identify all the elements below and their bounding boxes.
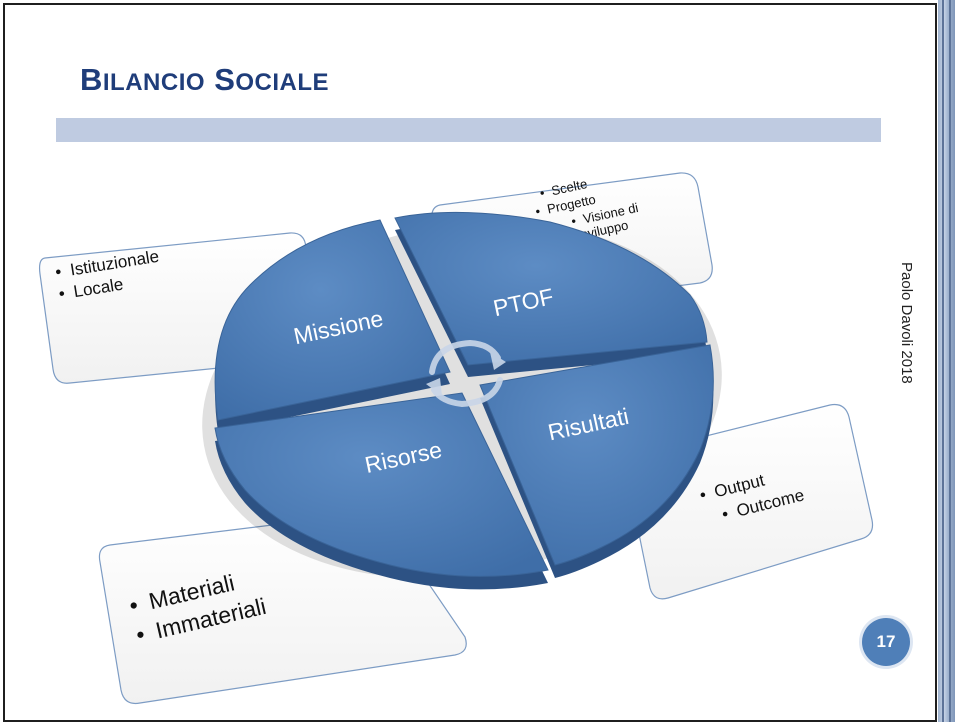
author-sidebar-text: Paolo Davoli 2018 <box>898 262 915 384</box>
segment-risorse: Risorse <box>214 392 549 590</box>
title-part-2: OCIALE <box>235 69 330 96</box>
svg-text:•: • <box>54 262 63 282</box>
title-initial-b: B <box>80 62 103 97</box>
segment-risultati: Risultati <box>479 344 714 578</box>
svg-text:•: • <box>720 504 730 524</box>
svg-text:•: • <box>570 213 578 229</box>
slide-right-border <box>938 0 955 722</box>
segment-ptof: PTOF <box>394 211 708 377</box>
cycle-arrows-icon <box>426 339 506 408</box>
svg-text:•: • <box>57 284 66 304</box>
page-number: 17 <box>876 632 896 651</box>
segment-missione: Missione <box>214 219 451 432</box>
title-bar <box>56 118 881 142</box>
svg-text:•: • <box>534 203 542 219</box>
slide-title: BILANCIO SOCIALE <box>80 62 329 98</box>
svg-text:•: • <box>538 185 546 201</box>
card-tr-item-1: Scelte <box>550 176 588 198</box>
title-initial-s: S <box>214 62 236 97</box>
title-part-1: ILANCIO <box>102 69 206 96</box>
slide-frame <box>3 3 937 722</box>
page-number-badge: 17 <box>862 618 910 666</box>
svg-text:•: • <box>698 485 708 505</box>
